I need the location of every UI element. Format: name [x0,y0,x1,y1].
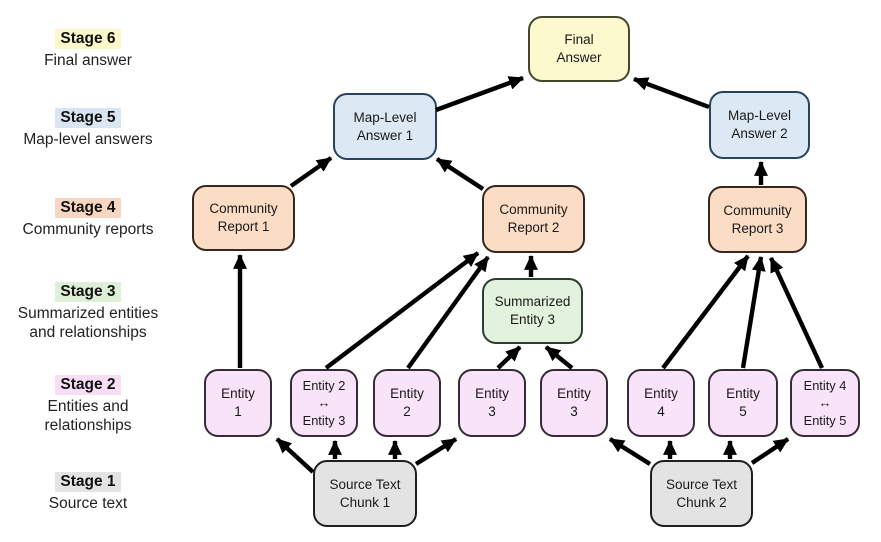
stage-6-subtitle: Final answer [44,52,132,69]
stage-1-label: Stage 1 Source text [0,472,176,513]
stage-1-name: Stage 1 [55,472,121,492]
stage-2-name: Stage 2 [55,375,121,395]
node-source-text-chunk-1: Source Text Chunk 1 [313,460,417,527]
stage-4-name: Stage 4 [55,198,121,218]
arrow-chunk-2-to-entity-3b [608,437,652,466]
node-entity-5: Entity 5 [708,369,778,437]
stage-5-subtitle: Map-level answers [23,131,153,148]
node-entity-1: Entity 1 [204,369,272,437]
node-map-level-answer-1: Map-Level Answer 1 [333,93,437,160]
arrow-chunk-1-to-entity-3a [414,437,458,466]
arrow-map-answer-2-to-final [632,76,710,110]
node-community-report-2: Community Report 2 [482,185,585,253]
arrow-rel-2-3-to-report-2 [324,251,480,370]
stage-5-name: Stage 5 [55,108,121,128]
stage-2-subtitle: Entities and relationships [44,398,132,434]
node-summarized-entity-3: Summarized Entity 3 [482,278,583,344]
node-source-text-chunk-2: Source Text Chunk 2 [650,460,753,527]
arrow-entity-3a-to-summarized-3 [496,345,522,370]
arrow-rel-4-5-to-report-3 [769,257,824,369]
node-entity-4-5-relationship: Entity 4 ↔ Entity 5 [790,369,860,437]
node-entity-4: Entity 4 [627,369,695,437]
stage-2-label: Stage 2 Entities and relationships [0,375,176,435]
arrow-report-1-to-map-answer-1 [289,156,333,188]
stage-3-label: Stage 3 Summarized entities and relation… [0,282,176,342]
node-entity-2-3-relationship: Entity 2 ↔ Entity 3 [290,369,358,437]
stage-4-subtitle: Community reports [22,221,154,238]
arrow-entity-5-to-report-3 [740,255,766,369]
arrow-entity-2-to-report-2 [406,255,490,370]
stage-4-label: Stage 4 Community reports [0,198,176,239]
arrow-chunk-1-to-entity-1 [275,437,315,474]
arrow-chunk-2-to-rel-4-5 [750,437,790,465]
stage-6-name: Stage 6 [55,29,121,49]
stage-3-subtitle: Summarized entities and relationships [17,305,159,341]
arrow-map-answer-1-to-final [435,75,525,113]
stage-1-subtitle: Source text [48,495,128,512]
node-map-level-answer-2: Map-Level Answer 2 [709,91,810,159]
node-community-report-3: Community Report 3 [708,186,807,253]
stage-6-label: Stage 6 Final answer [0,29,176,70]
node-entity-3-b: Entity 3 [540,369,608,437]
node-community-report-1: Community Report 1 [192,185,295,251]
stage-5-label: Stage 5 Map-level answers [0,108,176,149]
arrow-entity-4-to-report-3 [661,254,750,370]
node-entity-2: Entity 2 [373,369,441,437]
node-entity-3-a: Entity 3 [458,369,526,437]
arrow-entity-3b-to-summarized-3 [544,345,574,370]
node-final-answer: Final Answer [528,16,630,82]
arrow-report-2-to-map-answer-1 [435,157,485,191]
stage-3-name: Stage 3 [55,282,121,302]
